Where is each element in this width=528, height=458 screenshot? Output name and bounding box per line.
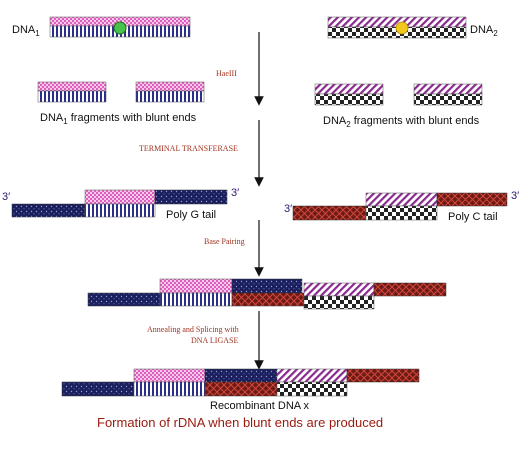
poly-c-tailed-fragment [292,192,508,221]
figure-caption: Formation of rDNA when blunt ends are pr… [97,415,383,430]
dna2-fragments-label: DNA2 fragments with blunt ends [323,115,480,129]
dna1-fragment-right [135,81,205,103]
dna1-label: DNA1 [12,24,40,38]
dna2-label: DNA2 [470,24,498,38]
dna2-molecule [327,16,467,39]
poly-g-right-3prime: 3′ [231,187,239,199]
poly-c-left-3prime: 3′ [284,203,292,215]
recombinant-dna [61,368,420,397]
dna2-fragment-left [314,83,384,106]
dna2-fragment-right [413,83,483,106]
poly-c-right-3prime: 3′ [511,190,519,202]
step-ligase-label-line1: Annealing and Splicing with [147,325,239,334]
poly-g-left-3prime: 3′ [2,191,10,203]
recombinant-label: Recombinant DNA x [210,400,310,412]
dna2-restriction-site [395,21,409,35]
step-pairing-label: Base Pairing [204,237,245,246]
step-transferase-label: TERMINAL TRANSFERASE [139,144,238,153]
base-paired-hybrid [87,278,447,310]
dna1-fragment-left [37,81,107,103]
dna1-molecule [49,16,191,38]
poly-g-tailed-fragment [11,189,228,218]
step-ligase-label-line2: DNA LIGASE [191,336,238,345]
dna1-restriction-site [113,21,127,35]
dna1-fragments-label: DNA1 fragments with blunt ends [40,112,197,126]
poly-g-label: Poly G tail [166,209,216,221]
step-enzyme-label: HaeIII [216,69,237,78]
poly-c-label: Poly C tail [448,211,498,223]
